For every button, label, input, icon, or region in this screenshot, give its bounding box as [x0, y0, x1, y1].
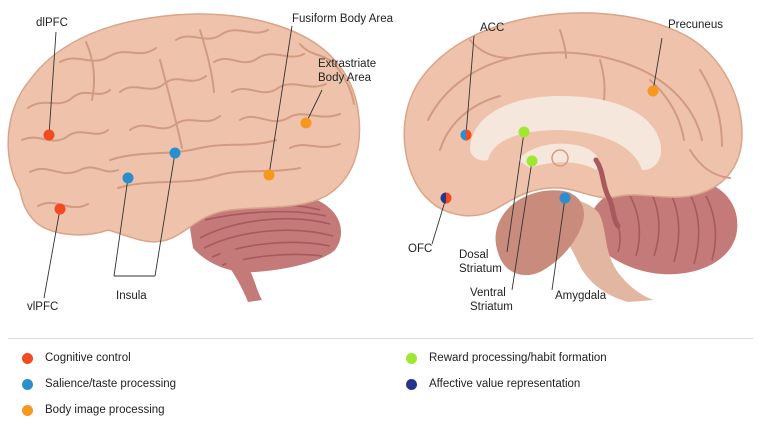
legend-item-reward: Reward processing/habit formation: [406, 352, 607, 364]
legend-item-body-image: Body image processing: [22, 404, 165, 416]
lateral-brain: [7, 13, 361, 302]
ventral-striatum-dot: [526, 155, 538, 167]
insula-dot-upper: [169, 147, 181, 159]
vlpfc-dot: [54, 203, 66, 215]
label-ventral-line1: Ventral: [470, 287, 506, 299]
label-extrastriate-line2: Body Area: [318, 72, 372, 84]
extrastriate-dot: [300, 117, 312, 129]
legend-label: Reward processing/habit formation: [429, 352, 607, 364]
legend-dot-blue: [22, 378, 33, 390]
label-vlpfc: vlPFC: [27, 301, 58, 313]
amygdala-dot: [559, 192, 571, 204]
ofc-dot: [440, 192, 452, 204]
label-dlpfc: dlPFC: [36, 17, 68, 29]
legend-dot-navy: [406, 378, 417, 390]
insula-dot-lower: [122, 172, 134, 184]
label-acc: ACC: [480, 22, 504, 34]
corpus-callosum: [470, 96, 662, 170]
lateral-brainstem: [216, 240, 262, 302]
legend-dot-red: [22, 352, 33, 364]
leader-lines: [43, 25, 663, 299]
medial-cerebellum: [589, 176, 738, 275]
legend-dot-green: [406, 352, 417, 364]
legend-item-cognitive-control: Cognitive control: [22, 352, 131, 364]
legend-item-salience: Salience/taste processing: [22, 378, 176, 390]
legend-label: Body image processing: [45, 404, 165, 416]
label-precuneus: Precuneus: [668, 19, 723, 31]
legend-label: Salience/taste processing: [45, 378, 177, 390]
fusiform-dot: [263, 169, 275, 181]
legend-item-affective-value: Affective value representation: [406, 378, 580, 390]
legend-divider: [8, 338, 753, 339]
region-markers: [43, 85, 659, 215]
label-extrastriate-line1: Extrastriate: [318, 58, 376, 70]
acc-dot: [460, 129, 472, 141]
medial-thalamus: [495, 190, 584, 276]
precuneus-dot: [647, 85, 659, 97]
legend-label: Affective value representation: [429, 378, 581, 390]
label-ofc: OFC: [408, 243, 432, 255]
legend-dot-orange: [22, 404, 33, 416]
dlpfc-dot: [43, 129, 55, 141]
label-dosal-line2: Striatum: [459, 263, 502, 275]
medial-brain: [403, 12, 743, 302]
label-amygdala: Amygdala: [555, 290, 607, 302]
label-dosal-line1: Dosal: [459, 249, 488, 261]
legend-label: Cognitive control: [45, 352, 131, 364]
lateral-cerebrum: [7, 13, 361, 243]
label-insula: Insula: [116, 290, 147, 302]
legend: Cognitive control Salience/taste process…: [0, 338, 761, 429]
dosal-striatum-dot: [518, 126, 530, 138]
region-labels: dlPFC vlPFC Insula Fusiform Body Area Ex…: [27, 13, 723, 313]
label-fusiform: Fusiform Body Area: [292, 13, 394, 25]
label-ventral-line2: Striatum: [470, 301, 513, 313]
